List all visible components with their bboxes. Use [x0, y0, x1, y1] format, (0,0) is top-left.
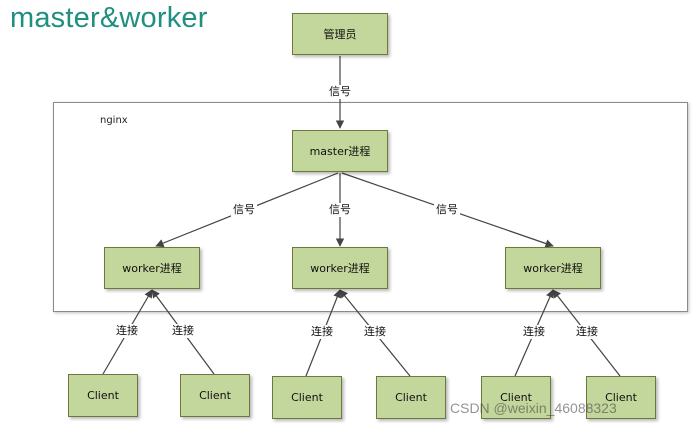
- client-node-4: Client: [376, 376, 446, 419]
- client6-node-label: Client: [605, 391, 637, 404]
- edge-label-master-worker2: 信号: [327, 203, 353, 217]
- master-process-node: master进程: [292, 130, 388, 172]
- client1-node-label: Client: [87, 389, 119, 402]
- admin-node: 管理员: [292, 13, 388, 55]
- worker3-node-label: worker进程: [523, 262, 583, 275]
- client-node-6: Client: [586, 376, 656, 419]
- master-node-label: master进程: [309, 145, 371, 158]
- edge-label-admin-master: 信号: [327, 85, 353, 99]
- edge-label-client2-worker1: 连接: [170, 324, 196, 338]
- admin-node-label: 管理员: [323, 28, 357, 41]
- worker-process-node-1: worker进程: [104, 247, 200, 289]
- client4-node-label: Client: [395, 391, 427, 404]
- client-node-2: Client: [180, 374, 250, 417]
- client5-node-label: Client: [500, 391, 532, 404]
- edge-label-master-worker3: 信号: [434, 203, 460, 217]
- edge-label-client6-worker3: 连接: [574, 325, 600, 339]
- client-node-1: Client: [68, 374, 138, 417]
- worker2-node-label: worker进程: [310, 262, 370, 275]
- worker-process-node-3: worker进程: [505, 247, 601, 289]
- worker1-node-label: worker进程: [122, 262, 182, 275]
- edge-label-client4-worker2: 连接: [362, 325, 388, 339]
- edge-label-client3-worker2: 连接: [309, 325, 335, 339]
- edge-label-client5-worker3: 连接: [521, 325, 547, 339]
- nginx-label: nginx: [100, 115, 128, 126]
- watermark: CSDN @weixin_46088323: [450, 400, 617, 416]
- edge-label-client1-worker1: 连接: [114, 324, 140, 338]
- client-node-3: Client: [272, 376, 342, 419]
- client2-node-label: Client: [199, 389, 231, 402]
- edge-label-master-worker1: 信号: [231, 203, 257, 217]
- worker-process-node-2: worker进程: [292, 247, 388, 289]
- client-node-5: Client: [481, 376, 551, 419]
- client3-node-label: Client: [291, 391, 323, 404]
- diagram-title: master&worker: [10, 2, 208, 34]
